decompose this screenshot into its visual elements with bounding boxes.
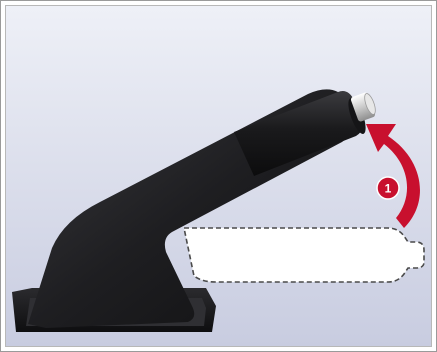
- released-lever-outline: [184, 228, 424, 282]
- step-badge: 1: [377, 177, 399, 199]
- handbrake-illustration: 1: [6, 6, 432, 347]
- illustration-panel: 1: [5, 5, 432, 347]
- step-number: 1: [385, 182, 392, 196]
